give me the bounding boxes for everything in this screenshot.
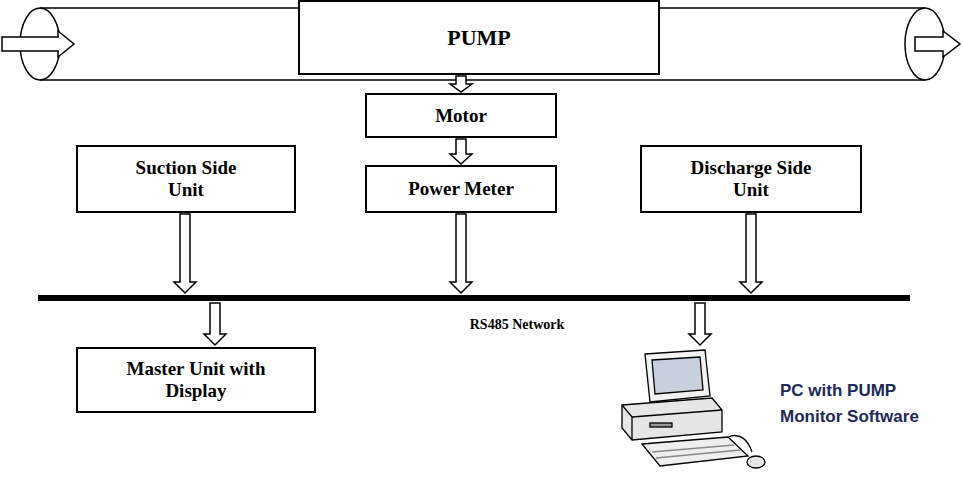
pc-keys bbox=[652, 445, 740, 458]
rs485-bus bbox=[38, 295, 910, 301]
pc-keyboard bbox=[642, 437, 748, 466]
bus-arrows bbox=[174, 214, 762, 345]
box-label: PUMP bbox=[447, 25, 511, 50]
box-label: Master Unit with Display bbox=[111, 358, 281, 402]
flow-arrow bbox=[915, 31, 960, 57]
pump-box: PUMP bbox=[298, 0, 660, 75]
unit-box: Master Unit with Display bbox=[76, 347, 316, 413]
pc-monitor bbox=[645, 350, 710, 402]
pc-case-edge bbox=[631, 417, 632, 440]
pc-case bbox=[622, 398, 722, 440]
pc-case-edge bbox=[632, 410, 722, 417]
pc-drive bbox=[650, 423, 672, 427]
pc-icon bbox=[622, 350, 765, 468]
block-arrow bbox=[450, 76, 472, 92]
unit-box: Discharge Side Unit bbox=[640, 145, 862, 213]
network-label: RS485 Network bbox=[462, 314, 572, 335]
box-label: Power Meter bbox=[408, 178, 514, 200]
pc-screen bbox=[652, 357, 703, 394]
box-label: Motor bbox=[435, 105, 487, 127]
pc-case-edge bbox=[622, 405, 632, 417]
box-label: Suction Side Unit bbox=[116, 157, 256, 201]
unit-box: Motor bbox=[365, 93, 557, 138]
block-arrow bbox=[689, 303, 711, 345]
unit-box: Power Meter bbox=[365, 165, 557, 213]
box-label: Discharge Side Unit bbox=[671, 157, 831, 201]
block-arrow bbox=[740, 214, 762, 293]
pc-mouse bbox=[747, 456, 765, 468]
mouse-cord bbox=[728, 435, 752, 452]
block-arrow bbox=[450, 139, 472, 164]
block-arrow bbox=[450, 214, 472, 293]
block-arrow bbox=[174, 214, 196, 293]
block-arrow bbox=[204, 303, 226, 345]
unit-box: Suction Side Unit bbox=[76, 145, 296, 213]
flow-arrow bbox=[2, 31, 74, 57]
pc-label: PC with PUMP Monitor Software bbox=[780, 378, 920, 429]
